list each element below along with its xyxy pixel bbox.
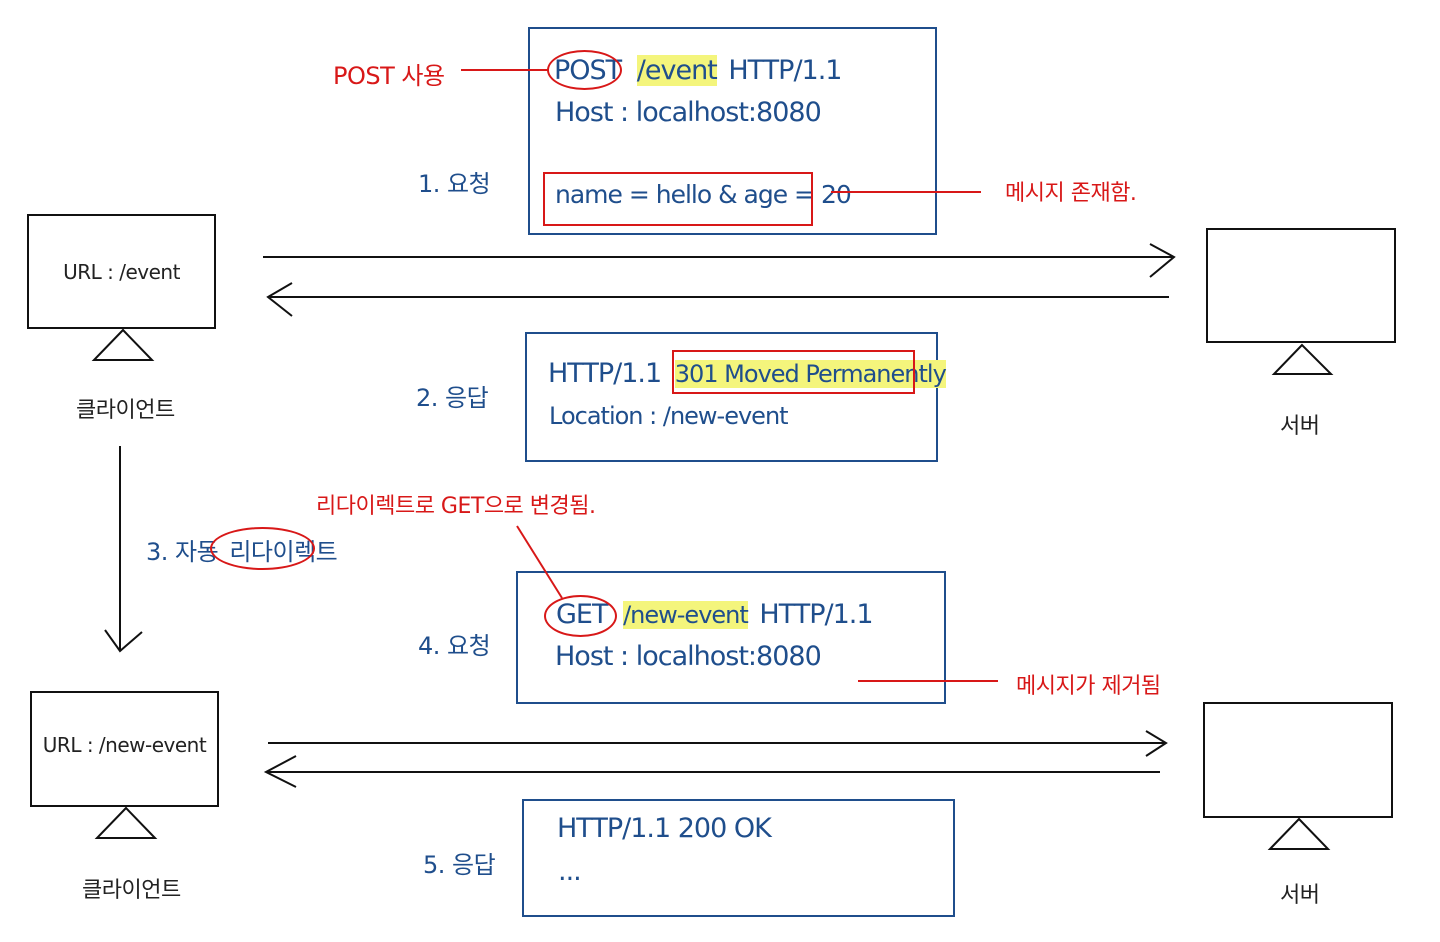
- response-2-status-line: HTTP/1.1 200 OK: [557, 813, 772, 844]
- step-1-label: 1. 요청: [418, 170, 491, 198]
- request-1-path: /event: [636, 55, 718, 86]
- request-2-path: /new-event: [623, 601, 749, 629]
- request-2-box: [516, 571, 946, 704]
- response-2-box: [522, 799, 955, 917]
- client-stand-top: [91, 328, 155, 361]
- request-2-host: Host : localhost:8080: [555, 641, 822, 672]
- request-1-version: HTTP/1.1: [728, 55, 842, 86]
- note-redirect-to-get: 리다이렉트로 GET으로 변경됨.: [316, 494, 596, 519]
- response-1-status: 301 Moved Permanently: [674, 360, 947, 388]
- server-monitor-top: [1206, 228, 1396, 343]
- response-1-box: [525, 332, 938, 462]
- client-label-top: 클라이언트: [76, 398, 175, 423]
- client-stand-bottom: [94, 806, 158, 839]
- note-post-used: POST 사용: [333, 62, 445, 90]
- client-url-top: URL : /event: [63, 260, 180, 284]
- step-2-label: 2. 응답: [416, 384, 489, 412]
- post-circle: [547, 50, 622, 90]
- server-stand-bottom: [1267, 817, 1331, 850]
- response-1-version: HTTP/1.1: [548, 358, 662, 389]
- client-monitor-bottom: URL : /new-event: [30, 691, 219, 807]
- step-4-label: 4. 요청: [418, 632, 491, 660]
- response-1-location: Location : /new-event: [549, 402, 789, 430]
- body-highlight-box: [543, 172, 813, 226]
- client-url-bottom: URL : /new-event: [42, 733, 207, 757]
- response-1-arrowhead: [266, 282, 293, 317]
- response-2-arrowhead: [263, 755, 297, 788]
- request-1-body: name = hello & age = 20: [555, 180, 852, 209]
- server-stand-top: [1271, 343, 1334, 375]
- client-monitor-top: URL : /event: [27, 214, 216, 329]
- get-circle: [544, 595, 617, 637]
- note-message-exists: 메시지 존재함.: [1005, 181, 1137, 206]
- status-highlight-box: [672, 350, 915, 394]
- note-message-removed: 메시지가 제거됨: [1016, 674, 1161, 699]
- client-label-bottom: 클라이언트: [82, 878, 181, 903]
- request-1-arrowhead: [1149, 243, 1176, 278]
- redirect-circle: [210, 527, 315, 570]
- request-2-arrowhead: [1145, 730, 1168, 757]
- step-3-prefix: 3. 자동: [146, 538, 219, 566]
- step-5-label: 5. 응답: [423, 851, 496, 879]
- server-monitor-bottom: [1203, 702, 1393, 818]
- server-label-top: 서버: [1280, 414, 1320, 439]
- server-label-bottom: 서버: [1280, 883, 1320, 908]
- response-1-status-line: HTTP/1.1 301 Moved Permanently: [548, 358, 947, 389]
- request-1-host: Host : localhost:8080: [555, 97, 822, 128]
- response-2-ellipsis: ...: [558, 856, 582, 887]
- redirect-arrowhead: [104, 629, 143, 653]
- request-2-version: HTTP/1.1: [759, 599, 873, 630]
